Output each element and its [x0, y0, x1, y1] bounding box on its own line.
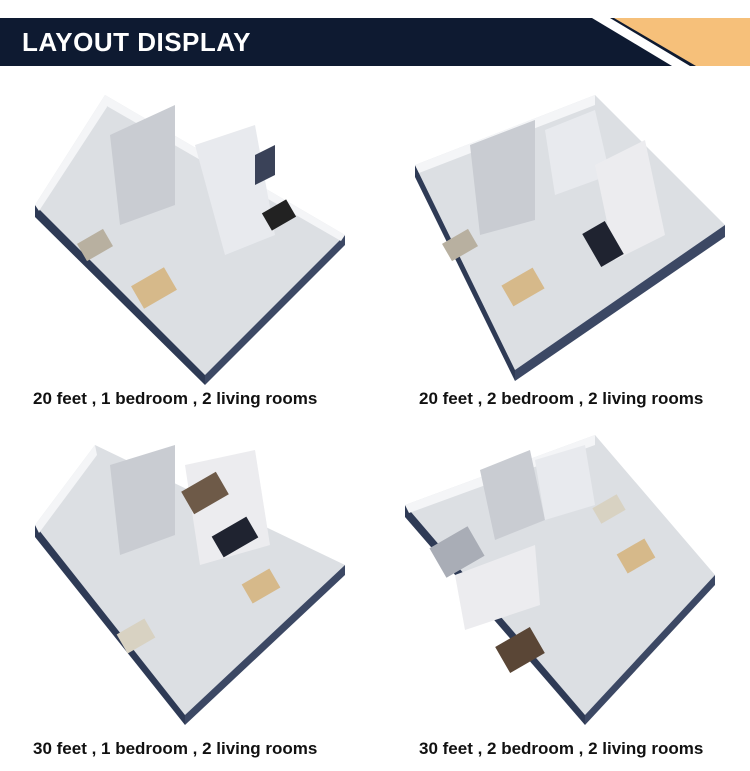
- banner-accent-stripe: [592, 18, 750, 66]
- layout-caption-2: 20 feet , 2 bedroom , 2 living rooms: [419, 389, 704, 408]
- layout-caption-3: 30 feet , 1 bedroom , 2 living rooms: [33, 739, 318, 758]
- floor-plan-image-4: [395, 425, 740, 725]
- floor-plan-image-1: [25, 85, 370, 385]
- layout-caption-4: 30 feet , 2 bedroom , 2 living rooms: [419, 739, 704, 758]
- header-banner: LAYOUT DISPLAY: [0, 18, 750, 66]
- floor-plan-image-2: [395, 85, 740, 385]
- page-title: LAYOUT DISPLAY: [22, 27, 252, 57]
- layout-caption-1: 20 feet , 1 bedroom , 2 living rooms: [33, 389, 318, 408]
- floor-plan-image-3: [25, 425, 370, 725]
